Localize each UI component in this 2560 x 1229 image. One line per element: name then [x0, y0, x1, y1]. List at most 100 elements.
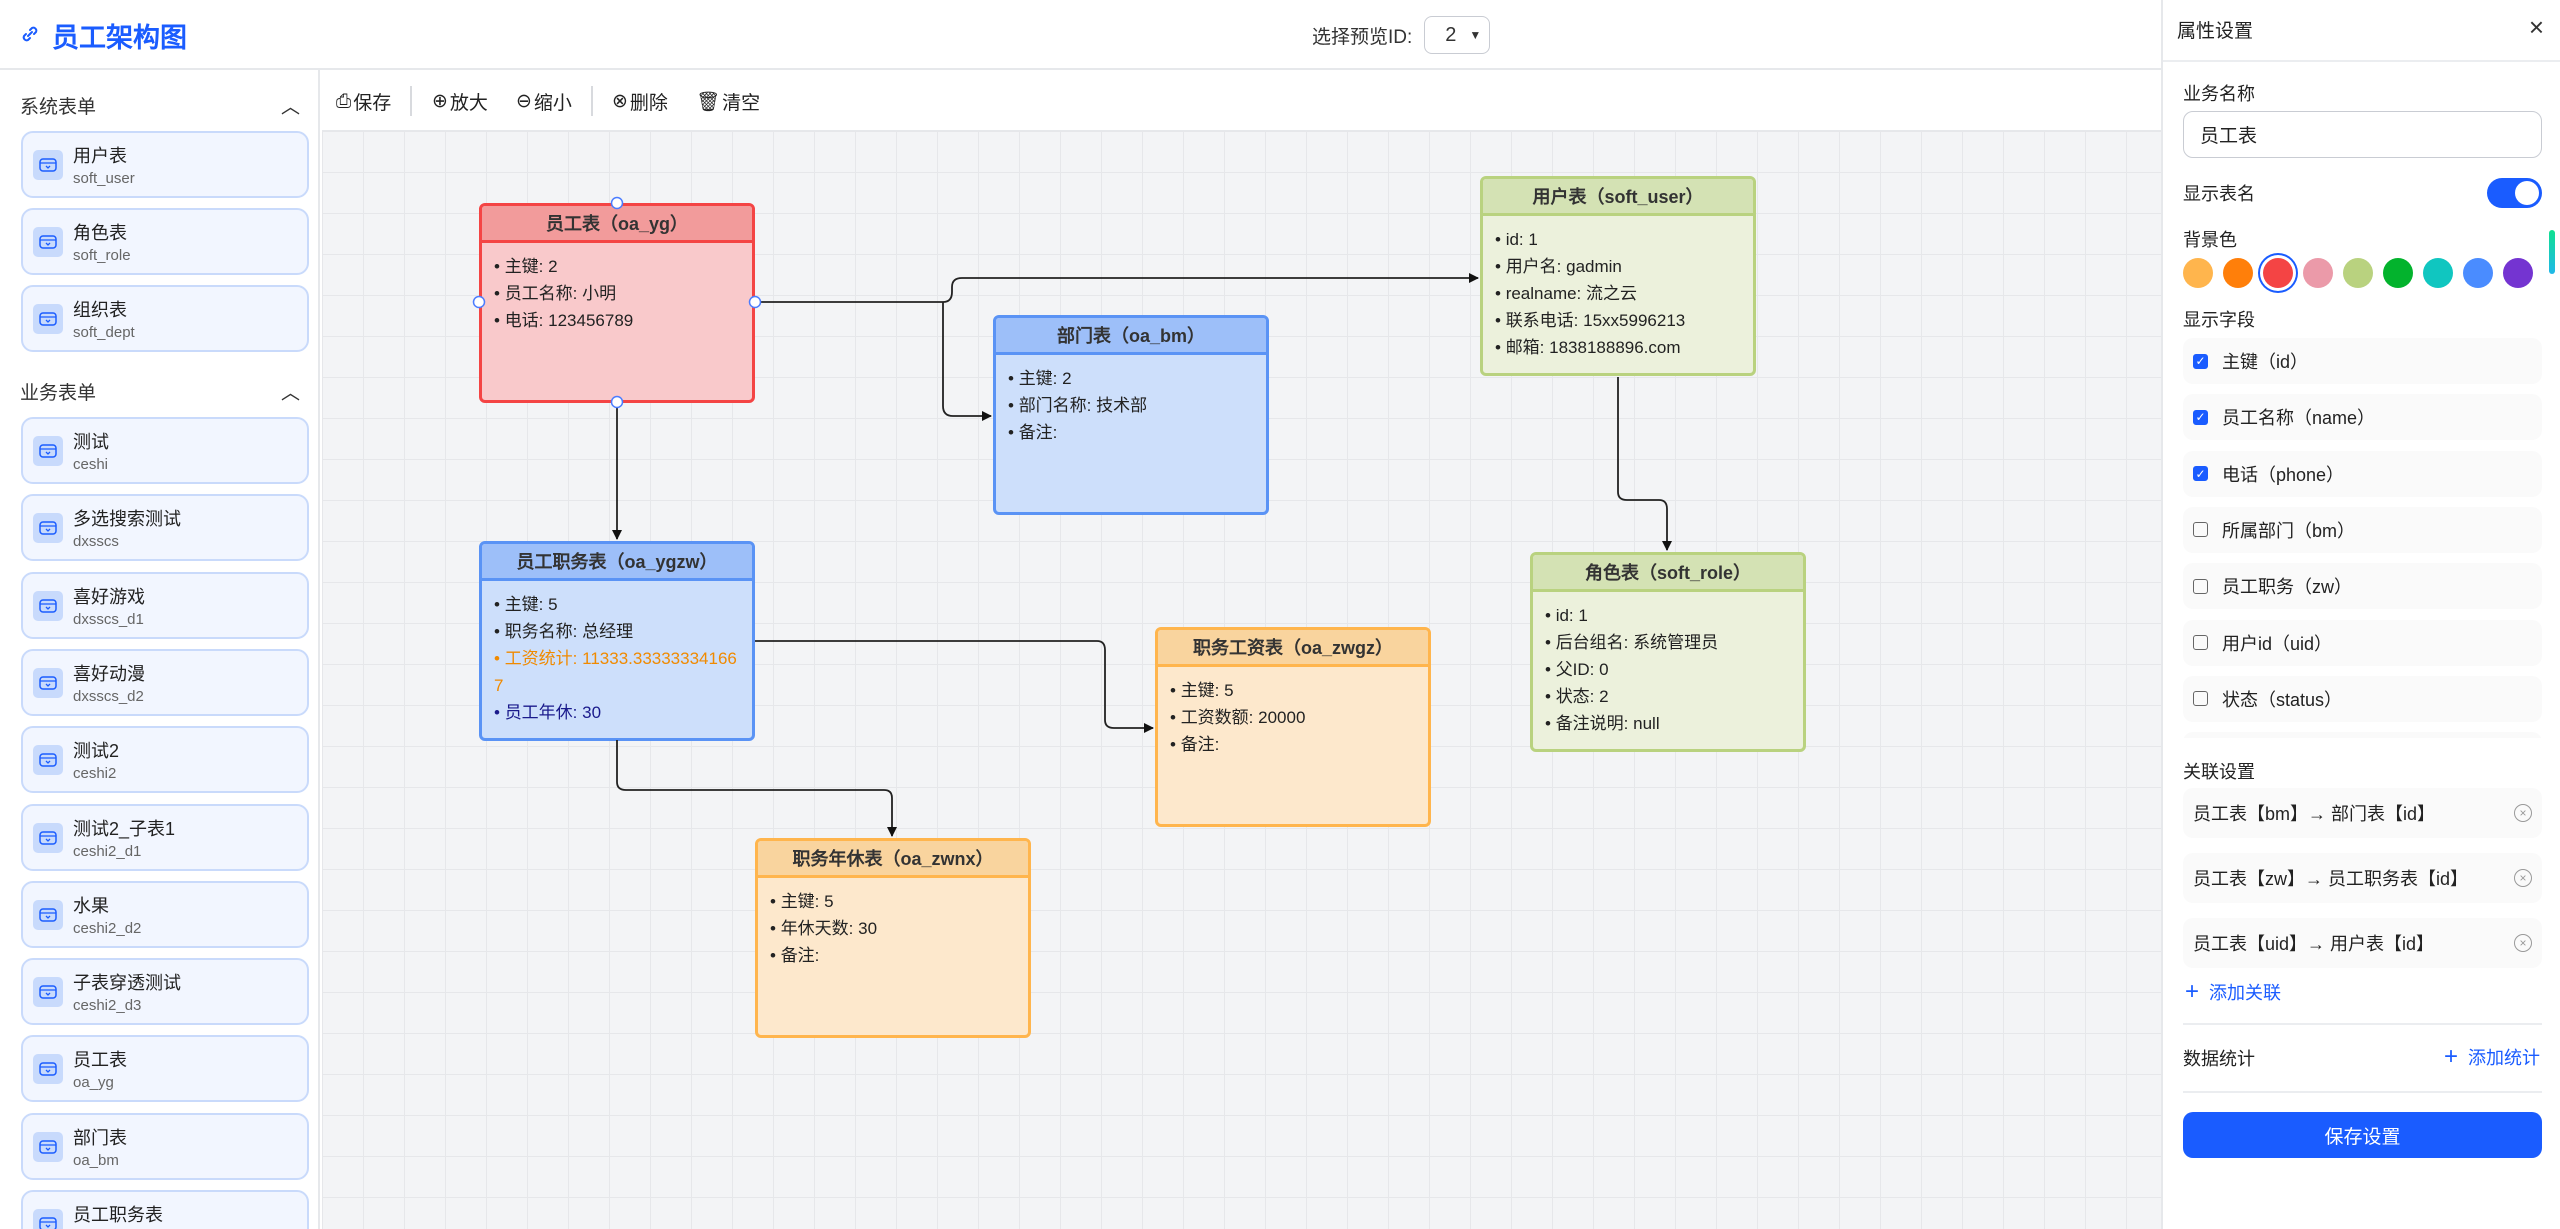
section-title: 业务表单 — [20, 383, 97, 404]
sidebar-item-name: 喜好游戏 — [73, 586, 145, 607]
field-option-label: 主键（id） — [2222, 352, 2309, 372]
business-name-value: 员工表 — [2200, 126, 2258, 147]
table-node-soft_role[interactable]: 角色表（soft_role）id: 1后台组名: 系统管理员父ID: 0状态: … — [1530, 552, 1806, 752]
form-icon — [33, 436, 63, 466]
add-relation-button[interactable]: +添加关联 — [2185, 978, 2281, 1006]
field-option[interactable]: 用户id（uid） — [2183, 619, 2542, 666]
relation-text: 员工表【uid】→ 用户表【id】 — [2193, 934, 2435, 954]
node-fields: id: 1后台组名: 系统管理员父ID: 0状态: 2备注说明: null — [1533, 592, 1803, 749]
scrollbar[interactable] — [2549, 230, 2555, 274]
field-option[interactable]: 所属部门（bm） — [2183, 506, 2542, 553]
node-field: 备注: — [1008, 419, 1256, 446]
node-field: 邮箱: 1838188896.com — [1495, 334, 1743, 361]
sidebar-item-name: 多选搜索测试 — [73, 509, 181, 530]
checkbox[interactable] — [2193, 578, 2208, 594]
relation-item: 员工表【bm】→ 部门表【id】× — [2183, 788, 2542, 838]
chevron-down-icon: ▼ — [1469, 28, 1482, 42]
user-icon — [33, 150, 63, 180]
field-option-label: 用户id（uid） — [2222, 633, 2333, 654]
color-swatch[interactable] — [2423, 258, 2453, 288]
relations-label: 关联设置 — [2183, 762, 2255, 782]
field-option[interactable] — [2183, 732, 2542, 738]
color-swatch[interactable] — [2263, 258, 2293, 288]
save-settings-label: 保存设置 — [2324, 1126, 2401, 1148]
color-swatch[interactable] — [2343, 258, 2373, 288]
node-field: 父ID: 0 — [1545, 656, 1793, 683]
zoom-out-button[interactable]: ⊖缩小 — [516, 88, 572, 115]
bg-color-label: 背景色 — [2183, 230, 2237, 250]
field-option-label: 状态（status） — [2222, 689, 2343, 710]
table-node-oa_zwgz[interactable]: 职务工资表（oa_zwgz）主键: 5工资数额: 20000备注: — [1155, 627, 1431, 827]
checkbox[interactable]: ✓ — [2193, 466, 2208, 482]
color-swatch[interactable] — [2183, 258, 2213, 288]
checkbox[interactable] — [2193, 635, 2208, 650]
remove-relation-icon[interactable]: × — [2514, 869, 2532, 887]
field-option[interactable]: 状态（status） — [2183, 675, 2542, 722]
node-fields: 主键: 5工资数额: 20000备注: — [1158, 667, 1428, 824]
node-fields: 主键: 5职务名称: 总经理工资统计: 11333.333333341667员工… — [482, 581, 752, 738]
add-stat-button[interactable]: +添加统计 — [2444, 1043, 2540, 1071]
name-label: 业务名称 — [2183, 84, 2255, 104]
checkbox[interactable] — [2193, 522, 2208, 538]
table-node-oa_yg[interactable]: 员工表（oa_yg）主键: 2员工名称: 小明电话: 123456789 — [479, 203, 755, 403]
clear-label: 清空 — [722, 93, 761, 114]
checkbox[interactable]: ✓ — [2193, 409, 2208, 425]
sidebar-item[interactable]: 员工职务表 — [21, 1190, 309, 1229]
node-field: 主键: 5 — [1170, 677, 1418, 704]
title-text: 员工架构图 — [52, 23, 187, 53]
zoom-out-label: 缩小 — [533, 93, 572, 114]
system-forms-header[interactable]: 系统表单︿ — [20, 92, 300, 119]
table-node-oa_zwnx[interactable]: 职务年休表（oa_zwnx）主键: 5年休天数: 30备注: — [755, 838, 1031, 1038]
show-name-label: 显示表名 — [2183, 184, 2255, 204]
color-swatch[interactable] — [2503, 258, 2533, 288]
remove-relation-icon[interactable]: × — [2514, 804, 2532, 822]
node-field: 用户名: gadmin — [1495, 253, 1743, 280]
checkbox[interactable]: ✓ — [2193, 353, 2208, 369]
color-swatch[interactable] — [2383, 258, 2413, 288]
close-icon[interactable]: × — [2528, 12, 2544, 42]
save-settings-button[interactable]: 保存设置 — [2183, 1112, 2542, 1158]
sidebar-item-code: ceshi2_d2 — [73, 919, 142, 937]
show-name-toggle[interactable] — [2487, 178, 2542, 208]
node-field: 员工名称: 小明 — [494, 280, 742, 307]
field-list[interactable]: ✓ 主键（id） ✓员工名称（name） ✓电话（phone） 所属部门（bm） 员工职务… — [2183, 338, 2542, 738]
checkbox[interactable] — [2193, 691, 2208, 707]
save-button[interactable]: ⎙保存 — [336, 88, 391, 115]
zoom-in-label: 放大 — [449, 93, 488, 114]
toolbar: ⎙保存 ⊕放大 ⊖缩小 ⊗删除 🗑清空 — [322, 70, 2161, 131]
delete-button[interactable]: ⊗删除 — [612, 88, 668, 115]
field-option[interactable]: 员工职务（zw） — [2183, 563, 2542, 610]
field-option[interactable]: ✓ 主键（id） — [2183, 338, 2542, 384]
clear-button[interactable]: 🗑清空 — [696, 88, 760, 115]
zoom-in-button[interactable]: ⊕放大 — [432, 88, 488, 115]
color-swatch[interactable] — [2303, 258, 2333, 288]
color-swatch[interactable] — [2463, 258, 2493, 288]
business-forms-header[interactable]: 业务表单︿ — [20, 378, 300, 405]
node-field: 主键: 2 — [1008, 365, 1256, 392]
preview-id-select[interactable]: 2▼ — [1424, 16, 1491, 54]
remove-relation-icon[interactable]: × — [2514, 934, 2532, 952]
relation-text: 员工表【zw】→ 员工职务表【id】 — [2193, 869, 2469, 889]
table-node-oa_bm[interactable]: 部门表（oa_bm）主键: 2部门名称: 技术部备注: — [993, 315, 1269, 515]
field-option[interactable]: ✓员工名称（name） — [2183, 394, 2542, 441]
business-name-input[interactable]: 员工表 — [2183, 111, 2542, 158]
node-field: 电话: 123456789 — [494, 307, 742, 334]
app-header: 员工架构图 选择预览ID: 2▼ — [0, 0, 2161, 70]
field-option[interactable]: ✓电话（phone） — [2183, 450, 2542, 497]
table-node-oa_ygzw[interactable]: 员工职务表（oa_ygzw）主键: 5职务名称: 总经理工资统计: 11333.… — [479, 541, 755, 741]
color-swatch[interactable] — [2223, 258, 2253, 288]
table-node-soft_user[interactable]: 用户表（soft_user）id: 1用户名: gadminrealname: … — [1480, 176, 1756, 376]
